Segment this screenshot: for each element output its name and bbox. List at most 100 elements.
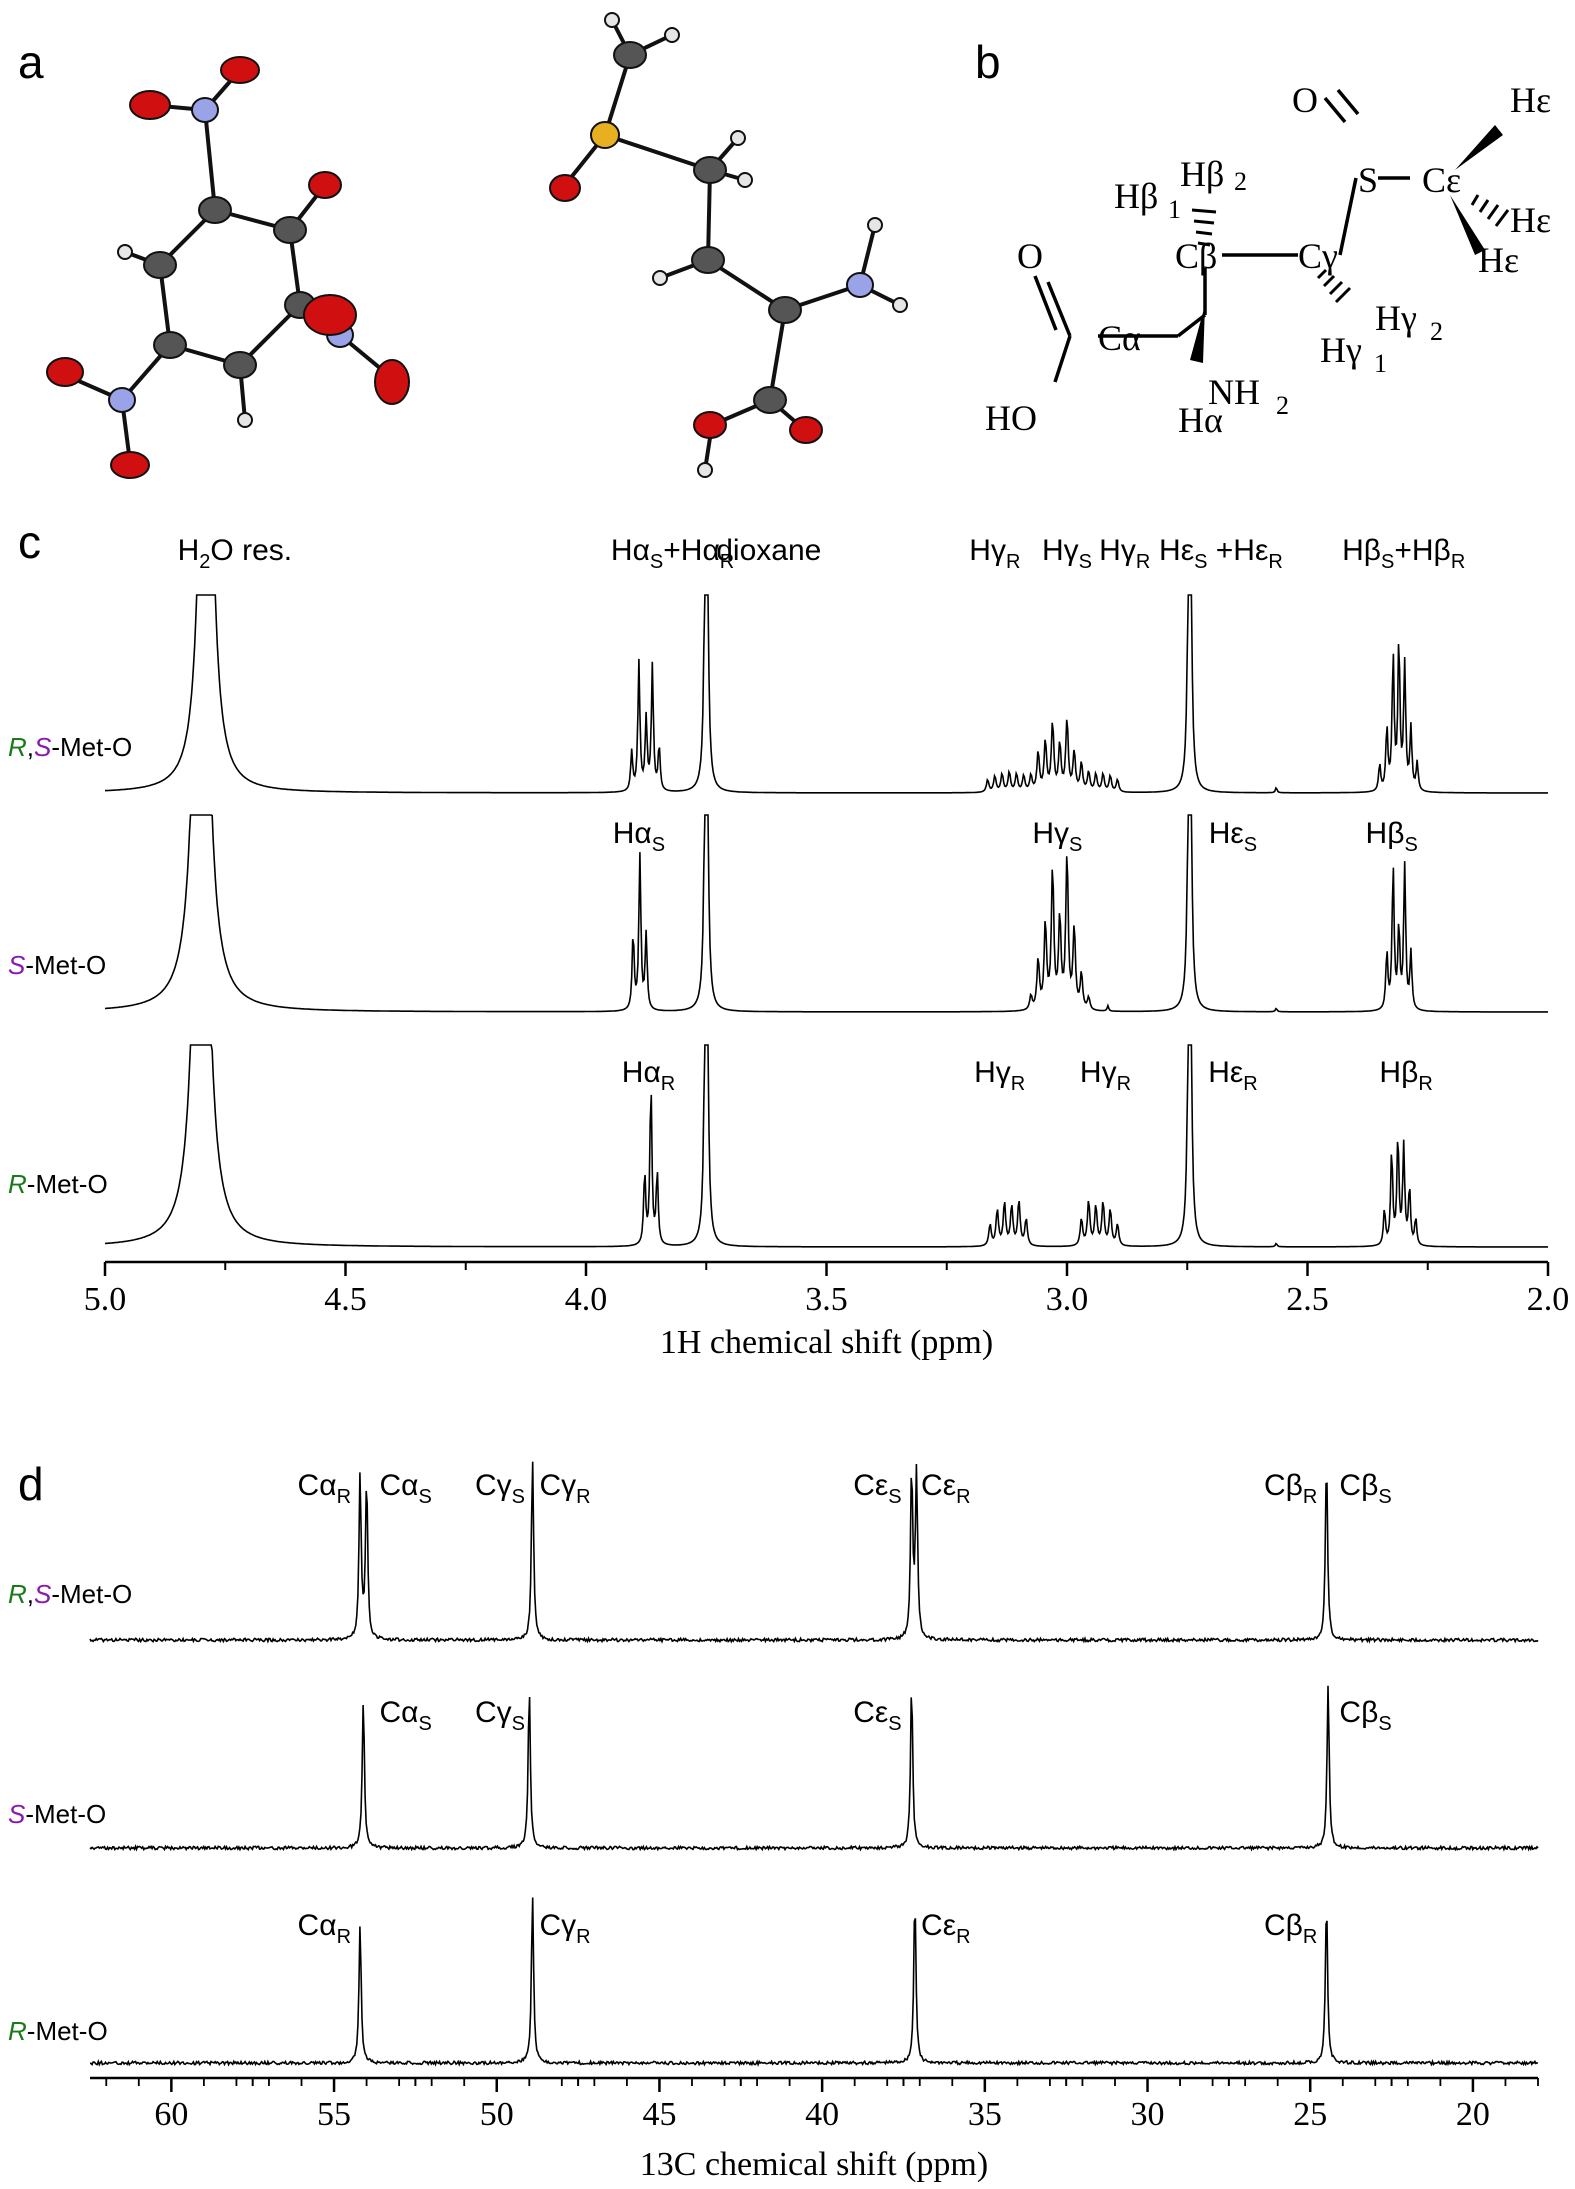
sample-label-s-c: S-Met-O — [8, 950, 106, 980]
atom-h-gamma-2: Hγ — [1375, 298, 1417, 338]
x-tick-label: 30 — [1131, 2096, 1165, 2133]
peak-label: HαS — [613, 817, 665, 856]
panel-letter-c: c — [18, 516, 41, 568]
peak-label: CαS — [379, 1469, 431, 1508]
atom-o-left: O — [1017, 236, 1043, 276]
peak-label: CεS — [853, 1696, 901, 1735]
peak-label: CαS — [379, 1696, 431, 1735]
label-r: R — [8, 732, 27, 762]
peak-label: CαR — [298, 1469, 351, 1508]
panel-c-1h-nmr-spectra: 5.0 4.5 4.0 3.5 3.0 2.5 2.0 1H chemical shift (… — [84, 534, 1570, 1361]
label-s: S — [34, 732, 52, 762]
atom-ho: HO — [985, 398, 1037, 438]
peak-label: HβR — [1379, 1056, 1432, 1095]
peak-label: HγS — [1042, 534, 1092, 573]
x-tick-label: 2.0 — [1527, 1281, 1570, 1318]
x-tick-label: 5.0 — [84, 1281, 127, 1318]
x-tick-label: 55 — [317, 2096, 351, 2133]
panel-letter-a: a — [18, 36, 44, 88]
peak-label: HεR — [1208, 1056, 1258, 1095]
peak-label: CβS — [1339, 1469, 1391, 1508]
atom-nh2-sub: 2 — [1276, 391, 1289, 420]
atom-o-top: O — [1292, 80, 1318, 120]
peak-label: CεS — [853, 1469, 901, 1508]
peak-label: CαR — [298, 1909, 351, 1948]
atom-h-gamma-1: Hγ — [1320, 330, 1362, 370]
atom-h-beta-1: Hβ — [1114, 176, 1158, 216]
peak-label: HβS+HβR — [1342, 534, 1465, 573]
peak-label: HγS — [1032, 817, 1082, 856]
peak-label: CγR — [540, 1469, 591, 1508]
atom-h-gamma-2-sub: 2 — [1430, 317, 1443, 346]
x-tick-label: 45 — [642, 2096, 676, 2133]
x-tick-label: 4.5 — [324, 1281, 367, 1318]
x-tick-label: 50 — [480, 2096, 514, 2133]
sample-label-rs-c: R,S-Met-O — [8, 732, 132, 762]
structure-bonds — [1033, 88, 1410, 383]
sample-label-rs-d: R,S-Met-O — [8, 1579, 132, 1609]
peak-label: dioxane — [716, 534, 821, 567]
peak-label: CβS — [1339, 1696, 1391, 1735]
atom-c-alpha: Cα — [1098, 318, 1141, 358]
spectrum-trace — [89, 1685, 1539, 1852]
spectrum-trace — [104, 814, 1548, 1013]
wedge-bond-epsilon — [1455, 125, 1503, 170]
x-tick-label: 2.5 — [1286, 1281, 1329, 1318]
x-tick-label: 25 — [1293, 2096, 1327, 2133]
spectrum-trace — [89, 1461, 1539, 1644]
peak-label: HγR — [1099, 534, 1150, 573]
chemical-structure-diagram: O S Cε Hε Hε Hε Hβ 1 Hβ 2 Cβ Cγ Hγ 2 Hγ … — [985, 80, 1551, 440]
peak-label: CεR — [921, 1909, 971, 1948]
peak-label: CβR — [1264, 1469, 1317, 1508]
peak-label: CβR — [1264, 1909, 1317, 1948]
peak-label: HγR — [1080, 1056, 1131, 1095]
wedge-bond-alpha — [1190, 305, 1205, 363]
spectrum-trace — [104, 1044, 1548, 1248]
atom-h-alpha: Hα — [1178, 400, 1223, 440]
atom-h-beta-1-sub: 1 — [1168, 195, 1181, 224]
panel-letter-b: b — [975, 36, 1001, 88]
x-tick-label: 3.5 — [805, 1281, 848, 1318]
x-axis-label: 13C chemical shift (ppm) — [640, 2146, 988, 2183]
x-tick-label: 20 — [1456, 2096, 1490, 2133]
crystal-structure-illustration — [46, 12, 908, 479]
peak-label: HβS — [1366, 817, 1418, 856]
x-tick-label: 4.0 — [565, 1281, 608, 1318]
peak-label: HγR — [969, 534, 1020, 573]
atom-spheres — [46, 12, 908, 479]
peak-label: CγR — [540, 1909, 591, 1948]
peak-label: CγS — [475, 1469, 525, 1508]
atom-c-beta: Cβ — [1175, 236, 1217, 276]
atom-h-beta-2: Hβ — [1180, 154, 1224, 194]
x-tick-label: 60 — [154, 2096, 188, 2133]
sample-label-s-d: S-Met-O — [8, 1799, 106, 1829]
spectrum-trace — [89, 1897, 1539, 2067]
peak-label: HεS — [1209, 817, 1257, 856]
x-axis-label: 1H chemical shift (ppm) — [660, 1324, 993, 1361]
sample-label-r-d: R-Met-O — [8, 2016, 108, 2046]
x-tick-label: 40 — [805, 2096, 839, 2133]
panel-d-13c-nmr-spectra: 60 55 50 45 40 35 30 25 20 13C chemical shift (pp… — [89, 1461, 1539, 2183]
atom-h-gamma-1-sub: 1 — [1374, 349, 1387, 378]
atom-h-epsilon-3: Hε — [1478, 240, 1519, 280]
peak-label: HεS +HεR — [1159, 534, 1283, 573]
atom-c-gamma: Cγ — [1298, 236, 1338, 276]
peak-label: HγR — [974, 1056, 1025, 1095]
x-tick-label: 3.0 — [1046, 1281, 1089, 1318]
atom-s: S — [1358, 160, 1378, 200]
sample-labels-c: R,S-Met-O S-Met-O R-Met-O — [8, 732, 132, 1199]
atom-c-epsilon: Cε — [1422, 160, 1461, 200]
peak-label: HαR — [622, 1056, 675, 1095]
atom-h-epsilon-1: Hε — [1510, 80, 1551, 120]
peak-label: HαS+HαR — [611, 534, 734, 573]
sample-label-r-c: R-Met-O — [8, 1169, 108, 1199]
wedge-bond-epsilon-2 — [1450, 195, 1485, 255]
sample-labels-d: R,S-Met-O S-Met-O R-Met-O — [8, 1579, 132, 2046]
peak-label: CεR — [921, 1469, 971, 1508]
peak-label: H2O res. — [178, 534, 292, 573]
spectrum-trace — [105, 594, 1548, 794]
x-tick-label: 35 — [968, 2096, 1002, 2133]
panel-letter-d: d — [18, 1458, 44, 1510]
